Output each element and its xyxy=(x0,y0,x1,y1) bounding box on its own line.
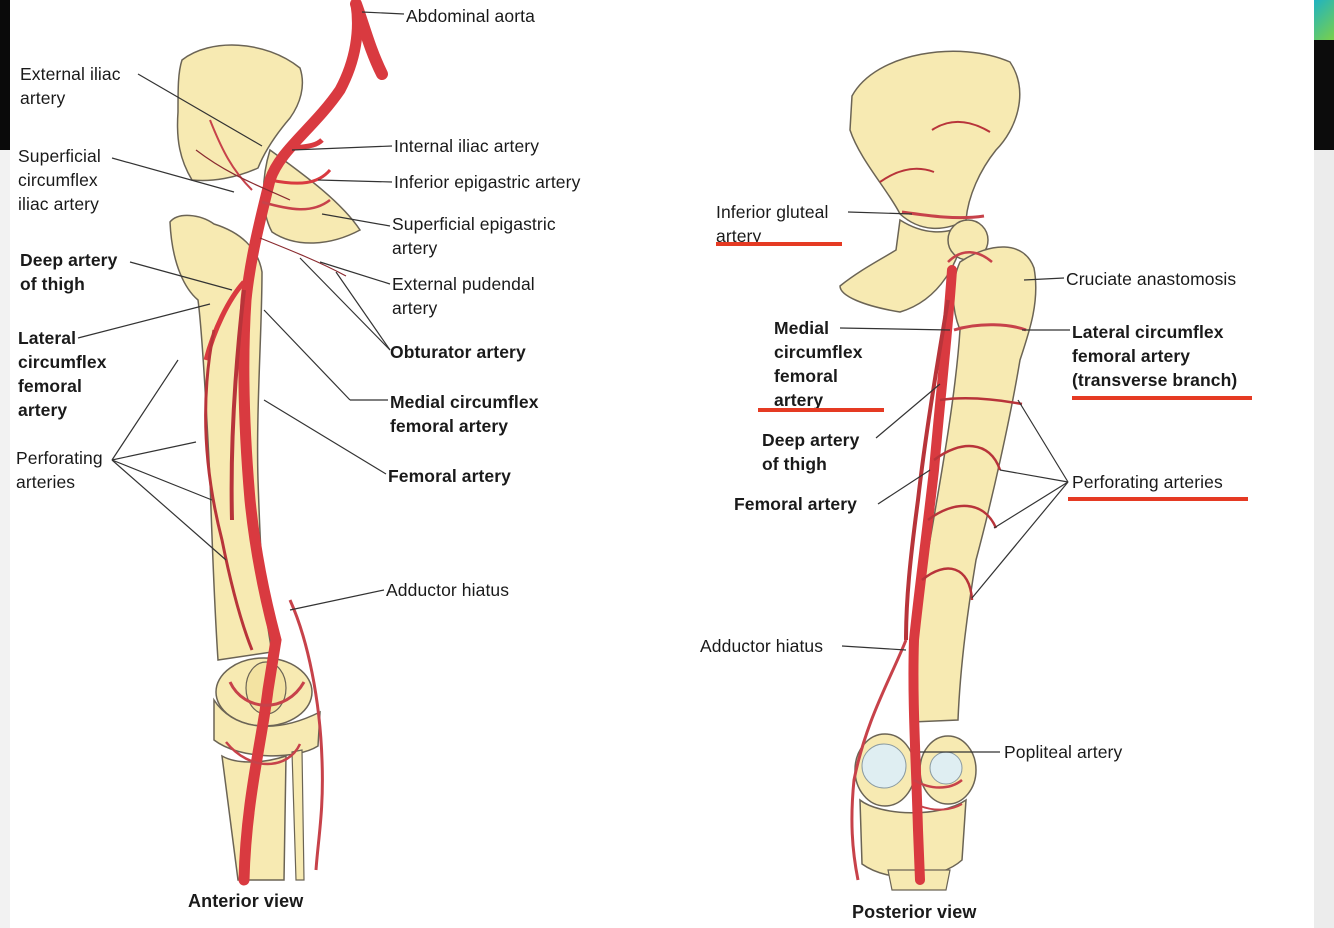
right-page-edge xyxy=(1314,0,1334,928)
posterior-hip-bone xyxy=(849,50,1021,230)
label-deep-artery-of-thigh-anterior: Deep artery of thigh xyxy=(20,250,118,294)
posterior-femur xyxy=(911,246,1037,723)
posterior-main-artery xyxy=(908,265,957,885)
label-lateral-circumflex-femoral-artery-anterior: Lateral circumflex femoral artery xyxy=(18,328,107,420)
label-external-pudendal-artery: External pudendal artery xyxy=(392,274,535,318)
label-abdominal-aorta: Abdominal aorta xyxy=(406,6,535,26)
anterior-hip-bone xyxy=(176,44,304,182)
underline-perforating-arteries xyxy=(1068,497,1248,501)
label-inferior-gluteal-artery: Inferior gluteal artery xyxy=(716,202,829,246)
caption-posterior-view: Posterior view xyxy=(852,902,977,922)
label-perforating-arteries-posterior: Perforating arteries xyxy=(1072,472,1223,492)
caption-anterior-view: Anterior view xyxy=(188,891,304,911)
label-femoral-artery-anterior: Femoral artery xyxy=(388,466,511,486)
label-lateral-circumflex-femoral-artery-posterior: Lateral circumflex femoral artery (trans… xyxy=(1072,322,1238,390)
anterior-main-artery xyxy=(238,0,363,886)
right-corner-glint xyxy=(1314,0,1334,40)
label-popliteal-artery: Popliteal artery xyxy=(1004,742,1123,762)
label-inferior-epigastric-artery: Inferior epigastric artery xyxy=(394,172,581,192)
label-perforating-arteries-anterior: Perforating arteries xyxy=(16,448,103,492)
label-superficial-circumflex-iliac-artery: Superficial circumflex iliac artery xyxy=(18,146,101,214)
posterior-leader-lines xyxy=(839,211,1070,753)
anterior-femur xyxy=(169,214,273,661)
label-superficial-epigastric-artery: Superficial epigastric artery xyxy=(392,214,556,258)
label-deep-artery-of-thigh-posterior: Deep artery of thigh xyxy=(762,430,860,474)
underline-medial-circumflex xyxy=(758,408,884,412)
anterior-leader-lines xyxy=(77,11,405,611)
label-adductor-hiatus-anterior: Adductor hiatus xyxy=(386,580,510,600)
label-cruciate-anastomosis: Cruciate anastomosis xyxy=(1066,269,1237,289)
left-page-edge xyxy=(0,0,10,928)
label-femoral-artery-posterior: Femoral artery xyxy=(734,494,857,514)
anterior-illustration xyxy=(169,0,388,886)
left-dark-corner xyxy=(0,0,10,150)
label-adductor-hiatus-posterior: Adductor hiatus xyxy=(700,636,824,656)
underline-lateral-circumflex xyxy=(1072,396,1252,400)
underline-inferior-gluteal xyxy=(716,242,842,246)
label-medial-circumflex-femoral-artery-anterior: Medial circumflex femoral artery xyxy=(390,392,539,436)
label-external-iliac-artery: External iliac artery xyxy=(20,64,121,108)
label-medial-circumflex-femoral-artery-posterior: Medial circumflex femoral artery xyxy=(774,318,863,410)
label-obturator-artery: Obturator artery xyxy=(390,342,526,362)
label-internal-iliac-artery: Internal iliac artery xyxy=(394,136,540,156)
posterior-illustration xyxy=(839,50,1037,891)
